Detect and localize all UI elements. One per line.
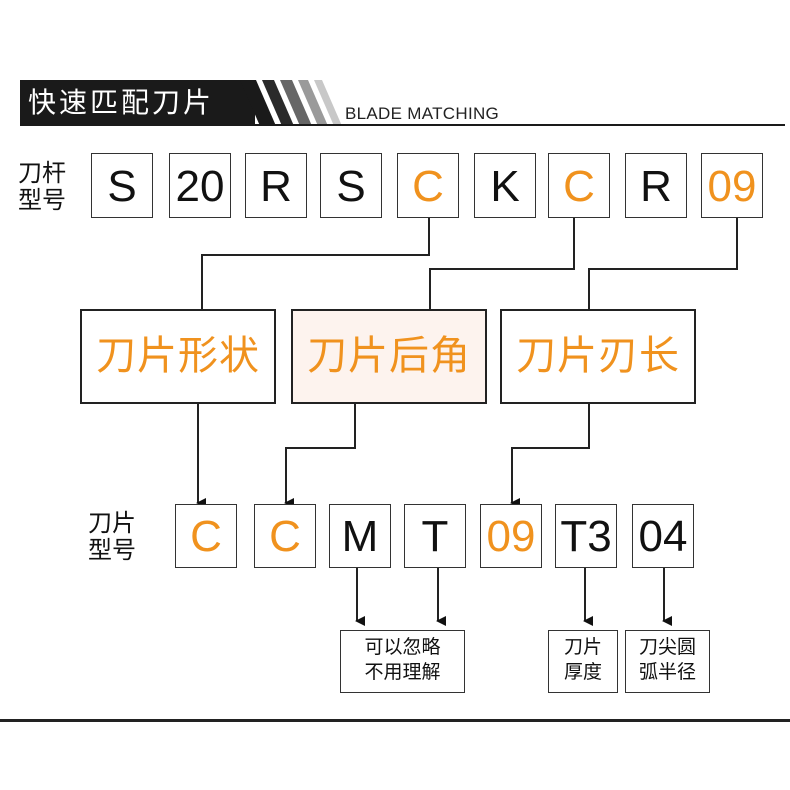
note-line: 可以忽略: [364, 636, 441, 658]
connector-holder-length: [588, 218, 738, 309]
holder-code-cell: S: [320, 153, 382, 218]
note-nose-radius: 刀尖圆 弧半径: [625, 630, 710, 693]
insert-code-cell: C: [254, 504, 316, 568]
holder-code-cell: R: [245, 153, 307, 218]
connector-holder-shape: [201, 218, 430, 309]
connector-holder-clearance: [429, 218, 575, 309]
insert-code-cell: C: [175, 504, 237, 568]
holder-label-line1: 刀杆: [18, 159, 66, 187]
note-line: 刀片: [563, 636, 602, 658]
note-line: 厚度: [563, 661, 602, 683]
holder-code-cell: 09: [701, 153, 763, 218]
holder-model-label: 刀杆 型号: [18, 160, 66, 214]
section-title: 快速匹配刀片: [20, 80, 255, 126]
note-line: 不用理解: [364, 661, 441, 683]
insert-shape-box: 刀片形状: [80, 309, 276, 404]
insert-label-line1: 刀片: [88, 509, 136, 537]
arrow-length-to-insert: [510, 403, 590, 508]
holder-code-cell: S: [91, 153, 153, 218]
holder-code-cell: 20: [169, 153, 231, 218]
holder-code-cell: C: [397, 153, 459, 218]
insert-code-cell: 09: [480, 504, 542, 568]
insert-code-cell: T: [404, 504, 466, 568]
insert-label-line2: 型号: [88, 536, 136, 564]
section-subtitle: BLADE MATCHING: [345, 104, 500, 123]
note-thickness: 刀片 厚度: [548, 630, 618, 693]
insert-model-label: 刀片 型号: [88, 510, 136, 564]
insert-code-cell: M: [329, 504, 391, 568]
arrow-clearance-to-insert: [284, 403, 356, 508]
note-line: 弧半径: [638, 661, 696, 683]
note-line: 刀尖圆: [638, 636, 696, 658]
holder-label-line2: 型号: [18, 186, 66, 214]
holder-code-cell: K: [474, 153, 536, 218]
holder-code-cell: R: [625, 153, 687, 218]
header-divider: [20, 124, 785, 126]
header-stripes-decoration: [240, 80, 342, 126]
insert-code-cell: T3: [555, 504, 617, 568]
holder-code-cell: C: [548, 153, 610, 218]
insert-edge-length-box: 刀片刃长: [500, 309, 696, 404]
insert-clearance-angle-box: 刀片后角: [291, 309, 487, 404]
bottom-divider: [0, 719, 790, 722]
insert-code-cell: 04: [632, 504, 694, 568]
note-ignorable: 可以忽略 不用理解: [340, 630, 465, 693]
